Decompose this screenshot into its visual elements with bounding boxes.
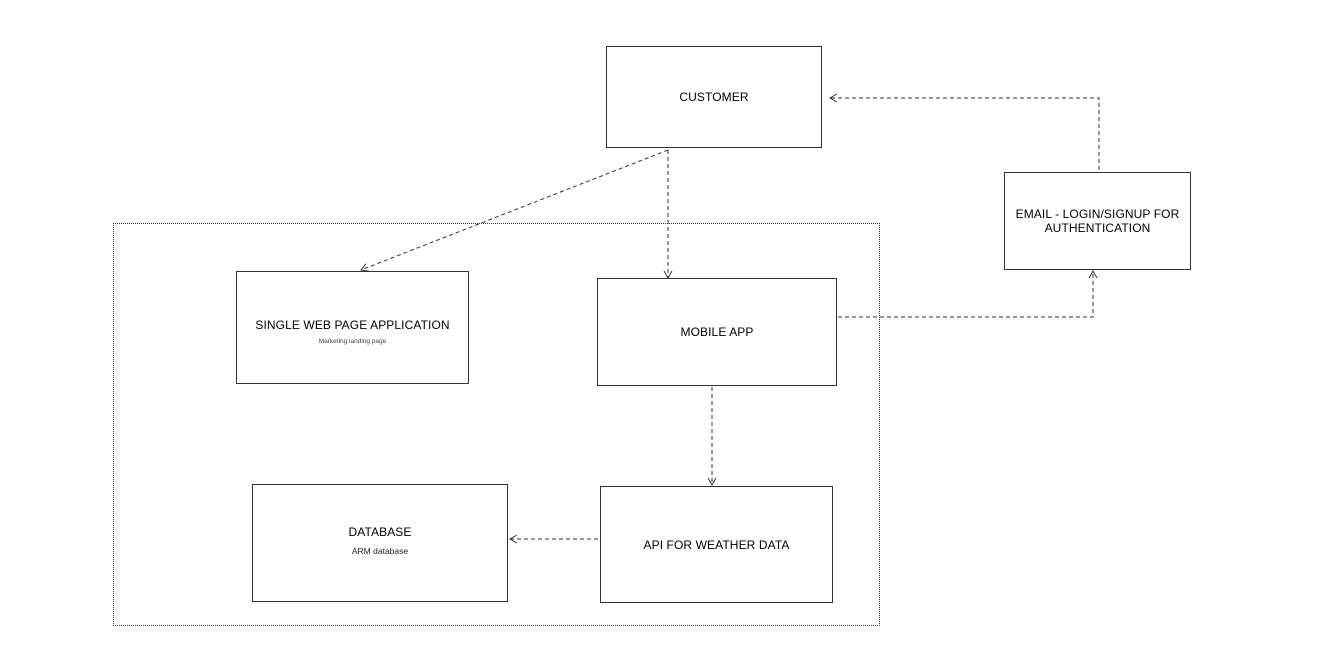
spa-node-title: SINGLE WEB PAGE APPLICATION: [255, 318, 450, 332]
database-node-title: DATABASE: [348, 525, 412, 539]
edge-email-to-customer: [828, 93, 1100, 170]
system-group-boundary: [113, 223, 880, 626]
database-node[interactable]: DATABASE ARM database: [252, 484, 508, 602]
customer-node[interactable]: CUSTOMER: [606, 46, 822, 148]
single-web-page-application-node[interactable]: SINGLE WEB PAGE APPLICATION Marketing la…: [236, 271, 469, 384]
email-auth-node[interactable]: EMAIL - LOGIN/SIGNUP FOR AUTHENTICATION: [1004, 172, 1191, 270]
weather-api-node[interactable]: API FOR WEATHER DATA: [600, 486, 833, 603]
customer-node-title: CUSTOMER: [679, 90, 749, 104]
mobile-node-title: MOBILE APP: [680, 325, 754, 339]
edge-customer-to-spa: [360, 149, 669, 272]
email-auth-node-title: EMAIL - LOGIN/SIGNUP FOR AUTHENTICATION: [1015, 207, 1180, 235]
spa-node-subtitle: Marketing landing page: [318, 338, 387, 345]
database-node-subtitle: ARM database: [351, 546, 409, 556]
api-node-title: API FOR WEATHER DATA: [643, 537, 790, 552]
edge-mobile-to-email: [838, 269, 1098, 318]
mobile-app-node[interactable]: MOBILE APP: [597, 278, 837, 386]
